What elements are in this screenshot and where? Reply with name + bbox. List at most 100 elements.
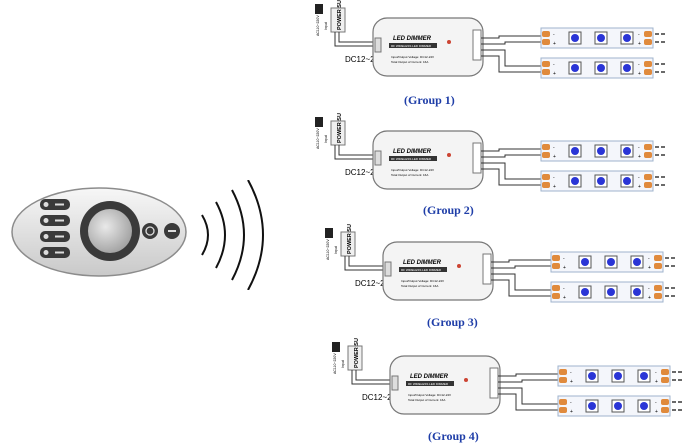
led-chip-light <box>623 34 631 42</box>
led-chip-light <box>571 177 579 185</box>
strip-plus-label: + <box>655 409 658 415</box>
group-3-caption: (Group 3) <box>427 315 478 329</box>
strip-plus-label: + <box>638 41 641 47</box>
strip-continuation <box>655 176 665 186</box>
strip-plus-label: + <box>655 379 658 385</box>
strip-minus-label: - <box>655 400 657 406</box>
dimmer-spec-1: Input/Output Voltage: DC12-24V <box>401 279 444 283</box>
strip-minus-label: - <box>638 62 640 68</box>
led-chip-light <box>597 64 605 72</box>
strip-minus-label: - <box>570 370 572 376</box>
dimmer-input-terminal <box>374 37 382 53</box>
strip-continuation <box>665 287 675 297</box>
dimmer-input-terminal <box>391 375 399 391</box>
plug-icon <box>325 228 333 238</box>
led-chip-light <box>607 258 615 266</box>
strip-minus-label: - <box>655 370 657 376</box>
input-label: Input <box>341 360 345 368</box>
dimmer-spec-2: Total Output of Current: 16A <box>401 284 438 288</box>
ac-input-label: AC110~220V <box>333 353 337 374</box>
dimmer-title: LED DIMMER <box>393 36 432 42</box>
strip-terminal <box>644 152 652 158</box>
strip-terminal <box>542 182 550 188</box>
led-chip-light <box>597 34 605 42</box>
led-chip-light <box>588 372 596 380</box>
supply-wires <box>334 32 375 47</box>
dimmer-output-terminal <box>472 29 482 61</box>
led-chip-light <box>571 64 579 72</box>
supply-wires <box>334 145 375 160</box>
led-chip-light <box>623 64 631 72</box>
dimmer-spec-2: Total Output of Current: 16A <box>391 173 428 177</box>
dimmer-title: LED DIMMER <box>410 374 449 380</box>
dimmer-spec-2: Total Output of Current: 16A <box>408 398 445 402</box>
strip-terminal <box>559 399 567 405</box>
strip-terminal <box>542 144 550 150</box>
supply-wires <box>344 256 385 271</box>
strip-terminal <box>542 69 550 75</box>
dimmer-subtitle-bar <box>399 267 447 272</box>
strip-terminal <box>542 31 550 37</box>
led-dimmer: LED DIMMER RF WIRELESS LED DIMMER Input/Ou… <box>382 241 494 301</box>
dimmer-title: LED DIMMER <box>393 149 432 155</box>
dimmer-subtitle: RF WIRELESS LED DIMMER <box>401 268 442 272</box>
power-supply-body <box>330 120 346 146</box>
led-chip-light <box>597 147 605 155</box>
dimmer-spec-2: Total Output of Current: 16A <box>391 60 428 64</box>
led-chip-light <box>588 402 596 410</box>
strip-terminal <box>654 255 662 261</box>
group-1-caption: (Group 1) <box>404 93 455 107</box>
strip-minus-label: - <box>563 286 565 292</box>
strip-terminal <box>552 255 560 261</box>
strip-continuation <box>655 63 665 73</box>
plug-icon <box>332 342 340 352</box>
dimmer-title: LED DIMMER <box>403 260 442 266</box>
ac-input-label: AC110~220V <box>326 239 330 260</box>
led-chip-light <box>623 147 631 155</box>
led-chip-light <box>614 372 622 380</box>
led-strip-2: -+-+ <box>540 170 665 192</box>
strip-minus-label: - <box>648 286 650 292</box>
output-wires <box>491 259 551 297</box>
strip-continuation <box>672 371 682 381</box>
on-off-button-icon[interactable] <box>40 199 70 258</box>
output-wires <box>481 35 541 73</box>
power-icon[interactable] <box>142 223 180 239</box>
strip-terminal <box>644 31 652 37</box>
dimmer-subtitle: RF WIRELESS LED DIMMER <box>391 157 432 161</box>
plug-icon <box>315 4 323 14</box>
strip-minus-label: - <box>648 256 650 262</box>
output-wires <box>481 148 541 186</box>
led-chip-light <box>607 288 615 296</box>
rf-logo-icon <box>464 378 468 382</box>
strip-terminal <box>644 39 652 45</box>
strip-minus-label: - <box>638 32 640 38</box>
led-strip-1: -+-+ <box>540 140 665 162</box>
dimmer-subtitle-bar <box>389 156 437 161</box>
dimmer-subtitle: RF WIRELESS LED DIMMER <box>391 44 432 48</box>
strip-terminal <box>559 377 567 383</box>
power-supply-label: POWER SUPPLY <box>354 338 360 368</box>
strip-plus-label: + <box>638 154 641 160</box>
strip-continuation <box>665 257 675 267</box>
touch-wheel-icon[interactable] <box>80 201 140 261</box>
strip-plus-label: + <box>638 184 641 190</box>
group-4-caption: (Group 4) <box>428 429 479 443</box>
power-supply-label: POWER SUPPLY <box>347 224 353 254</box>
ac-input-label: AC110~220V <box>316 15 320 36</box>
led-chip-light <box>640 402 648 410</box>
strip-terminal <box>559 369 567 375</box>
strip-plus-label: + <box>553 154 556 160</box>
strip-minus-label: - <box>563 256 565 262</box>
led-strip-2: -+-+ <box>550 281 675 303</box>
strip-continuation <box>655 33 665 43</box>
strip-plus-label: + <box>553 41 556 47</box>
dc-voltage-label: DC12~24V <box>355 279 395 288</box>
dimmer-subtitle-bar <box>406 381 454 386</box>
strip-terminal <box>644 69 652 75</box>
